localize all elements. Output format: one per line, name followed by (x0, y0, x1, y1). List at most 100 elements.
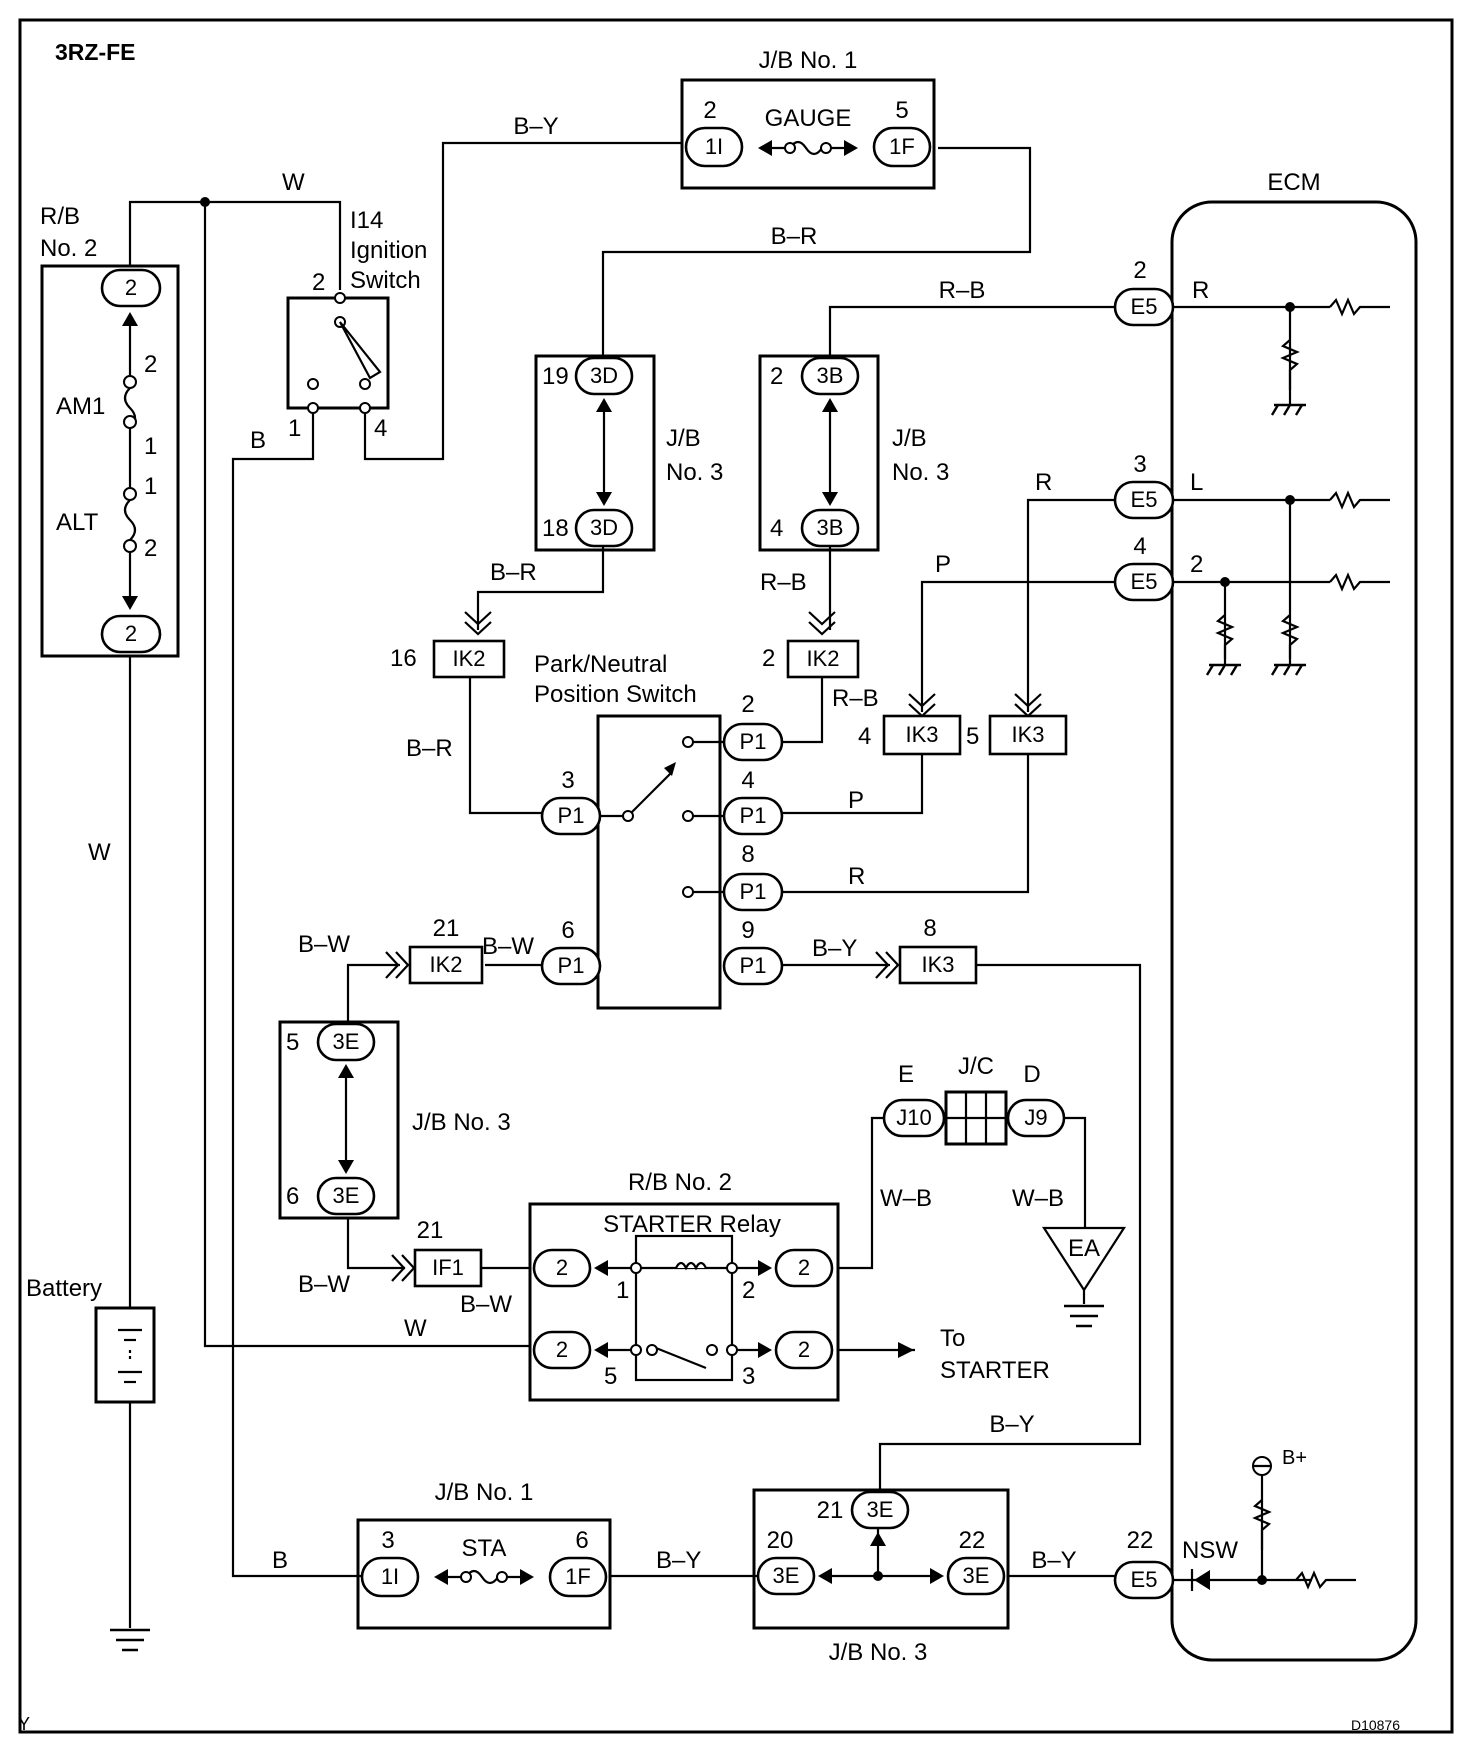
wire-label-by-top: B–Y (513, 113, 558, 140)
ik2-2-pin: 2 (762, 645, 775, 672)
pnp-conn-8: P1 (740, 879, 767, 904)
jb3-3d-top-conn: 3D (590, 363, 618, 388)
starter-relay-block: R/B No. 2 STARTER Relay 2 2 2 2 1 2 5 3 … (404, 1169, 1050, 1402)
gauge-left-conn: 1I (705, 134, 723, 159)
if1-connector: IF1 21 B–W B–W (298, 1217, 512, 1318)
battery-label: Battery (26, 1275, 102, 1302)
relay-left-bot-conn: 2 (556, 1337, 568, 1362)
am1-fuse-label: AM1 (56, 393, 105, 420)
ik3-4-pin: 4 (858, 723, 871, 750)
ignition-pin-right: 4 (374, 415, 387, 442)
wire-label-br-low: B–R (406, 735, 453, 762)
relay-pin-5: 5 (604, 1363, 617, 1390)
ecm-pin-2: 2 (1133, 257, 1146, 284)
jb3-3e2-top-conn: 3E (867, 1497, 894, 1522)
relay-right-bot-conn: 2 (798, 1337, 810, 1362)
wire-label-by-ecm: B–Y (1031, 1547, 1076, 1574)
relay-right-top-conn: 2 (798, 1255, 810, 1280)
rb2-top-conn: 2 (125, 275, 137, 300)
jb3-3b-title-1: J/B (892, 425, 927, 452)
wire-label-p-ecm: P (935, 551, 951, 578)
wire-label-wb-right: W–B (1012, 1185, 1064, 1212)
relay-pin-1: 1 (616, 1277, 629, 1304)
ecm-block: ECM E5 2 E5 3 E5 4 E5 22 R L 2 NSW B+ (935, 169, 1418, 1662)
ik3-5-pin: 5 (966, 723, 979, 750)
pnp-switch: Park/Neutral Position Switch P1 2 P1 3 P… (482, 651, 865, 1010)
to-starter-2: STARTER (940, 1357, 1050, 1384)
relay-pin-2: 2 (742, 1277, 755, 1304)
wire-label-b-ign: B (250, 427, 266, 454)
gauge-fuse-label: GAUGE (765, 105, 852, 132)
ecm-signal-r: R (1192, 277, 1209, 304)
jb3-3e-bot-conn: 3E (333, 1183, 360, 1208)
ecm-signal-2: 2 (1190, 551, 1203, 578)
rb2-title-2: No. 2 (40, 235, 97, 262)
ik3-8-conn: IK3 (921, 952, 954, 977)
ik2-21-conn: IK2 (429, 952, 462, 977)
starter-rb-title: R/B No. 2 (628, 1169, 732, 1196)
jb1-sta-title: J/B No. 1 (435, 1479, 534, 1506)
jb3-3d-bot-conn: 3D (590, 515, 618, 540)
jb3-3e2-right-conn: 3E (963, 1563, 990, 1588)
ik2-21-pin: 21 (433, 915, 460, 942)
ecm-pin-4: 4 (1133, 533, 1146, 560)
ecm-conn-4: E5 (1131, 1567, 1158, 1592)
wire-label-rb-top: R–B (939, 277, 986, 304)
starter-relay-title: STARTER Relay (603, 1211, 781, 1238)
sta-fuse-label: STA (462, 1535, 507, 1562)
wire-label-br-mid: B–R (490, 559, 537, 586)
ignition-id: I14 (350, 207, 383, 234)
wire-label-bw-ik2: B–W (298, 931, 350, 958)
jb3-3e2-right-pin: 22 (959, 1527, 986, 1554)
am1-top-pin: 2 (144, 351, 157, 378)
engine-label: 3RZ-FE (55, 39, 136, 65)
jb3-3e2-left-pin: 20 (767, 1527, 794, 1554)
jb3-3e-top-conn: 3E (333, 1029, 360, 1054)
jc-right-label: D (1023, 1061, 1040, 1088)
wire-label-p-pnp: P (848, 787, 864, 814)
wire-label-wb-left: W–B (880, 1185, 932, 1212)
ecm-conn-1: E5 (1131, 294, 1158, 319)
corner-label: Y (18, 1714, 30, 1734)
ecm-pin-3: 3 (1133, 451, 1146, 478)
wire-label-bw-relay: B–W (460, 1291, 512, 1318)
ik3-8-pin: 8 (923, 915, 936, 942)
jb3-3b-bot-pin: 4 (770, 515, 783, 542)
jb3-3d-title-1: J/B (666, 425, 701, 452)
ignition-pin-top: 2 (312, 269, 325, 296)
gauge-right-conn: 1F (889, 134, 915, 159)
jc-left-label: E (898, 1061, 914, 1088)
jb3-3d-title-2: No. 3 (666, 459, 723, 486)
rb2-block: R/B No. 2 2 2 AM1 ALT 2 1 1 2 W W (40, 169, 305, 866)
am1-bottom-pin: 1 (144, 433, 157, 460)
pnp-pin-2: 2 (741, 691, 754, 718)
relay-left-top-conn: 2 (556, 1255, 568, 1280)
jb3-3e2-left-conn: 3E (773, 1563, 800, 1588)
wire-label-by-sta: B–Y (656, 1547, 701, 1574)
ecm-conn-2: E5 (1131, 487, 1158, 512)
ik3-8-connector: IK3 8 (875, 915, 978, 985)
jb3-3b-top-pin: 2 (770, 363, 783, 390)
wire-label-rb-mid: R–B (760, 569, 807, 596)
jb3-3e-top-pin: 5 (286, 1029, 299, 1056)
jc-j9-conn: J9 (1024, 1105, 1047, 1130)
wire-label-by-right: B–Y (989, 1411, 1034, 1438)
jb3-3b-top-conn: 3B (817, 363, 844, 388)
if1-conn: IF1 (432, 1255, 464, 1280)
ecm-conn-3: E5 (1131, 569, 1158, 594)
jb1-sta-block: J/B No. 1 STA 1I 3 1F 6 B B–Y (272, 1479, 701, 1630)
ignition-title-2: Switch (350, 267, 421, 294)
jc-block: J/C E D J10 J9 W–B W–B (880, 1053, 1066, 1212)
pnp-pin-6: 6 (561, 917, 574, 944)
rb2-bottom-conn: 2 (125, 621, 137, 646)
jb3-3e-block: J/B No. 3 3E 5 3E 6 (278, 1020, 511, 1220)
pnp-pin-4: 4 (741, 767, 754, 794)
pnp-conn-3: P1 (558, 803, 585, 828)
pnp-conn-4: P1 (740, 803, 767, 828)
wire-label-rb-low: R–B (832, 685, 879, 712)
wire-label-br-top: B–R (771, 223, 818, 250)
alt-bottom-pin: 2 (144, 535, 157, 562)
rb2-title-1: R/B (40, 203, 80, 230)
jc-title: J/C (958, 1053, 994, 1080)
